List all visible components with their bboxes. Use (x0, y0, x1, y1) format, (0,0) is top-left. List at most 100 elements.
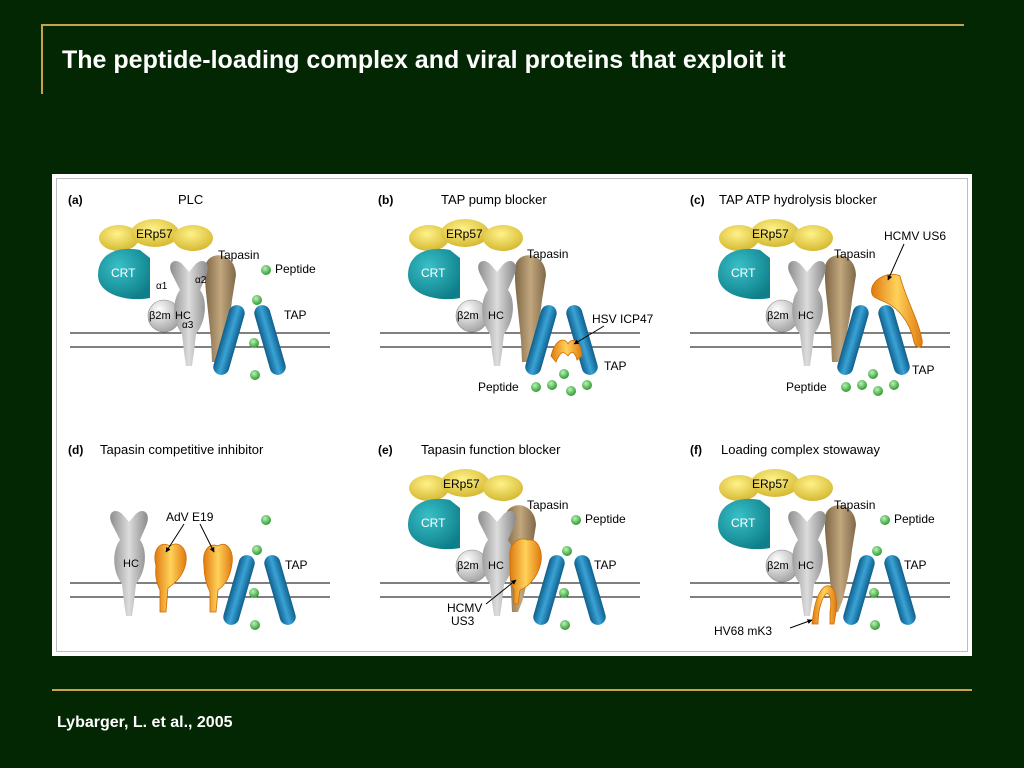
panel-a: (a) PLC ERp57 CRT Tapasin β2m HC α1 α2 α… (68, 192, 330, 380)
panel-f: (f) Loading complex stowaway ERp57 CRT T… (690, 442, 950, 638)
tap-transporter (843, 555, 916, 625)
panel-e-title: Tapasin function blocker (421, 442, 561, 457)
tap-transporter (525, 305, 598, 375)
hc-molecule (170, 260, 208, 366)
slide-title: The peptide-loading complex and viral pr… (62, 46, 786, 74)
tap-label: TAP (904, 558, 926, 572)
erp57-label: ERp57 (136, 227, 173, 241)
panel-c-title: TAP ATP hydrolysis blocker (719, 192, 878, 207)
erp57-label: ERp57 (443, 477, 480, 491)
peptides (249, 265, 271, 380)
crt-label: CRT (421, 516, 446, 530)
tap-transporter (533, 555, 606, 625)
tap-transporter (213, 305, 286, 375)
peptide-label: Peptide (478, 380, 519, 394)
erp57-molecule: ERp57 (99, 219, 213, 251)
panel-d: (d) Tapasin competitive inhibitor HC AdV… (68, 442, 330, 630)
b2m-label: β2m (457, 310, 479, 322)
alpha1-label: α1 (156, 281, 168, 292)
hc-molecule (478, 510, 516, 616)
tapasin-molecule (825, 505, 856, 612)
hcmv-us6-protein (871, 273, 923, 348)
tap-label: TAP (604, 359, 626, 373)
hsv-icp47-label: HSV ICP47 (592, 312, 654, 326)
panel-b-title: TAP pump blocker (441, 192, 547, 207)
adv-e19-label: AdV E19 (166, 510, 214, 524)
crt-label: CRT (731, 516, 756, 530)
tap-label: TAP (912, 363, 934, 377)
figure-border (56, 178, 968, 652)
tapasin-molecule (205, 255, 236, 362)
hv68-mk3-label: HV68 mK3 (714, 624, 772, 638)
hsv-icp47-protein (550, 339, 583, 363)
hc-molecule (478, 260, 516, 366)
panel-e: (e) Tapasin function blocker ERp57 CRT T… (378, 442, 640, 630)
panel-d-title: Tapasin competitive inhibitor (100, 442, 264, 457)
panel-c-letter: (c) (690, 193, 705, 207)
crt-molecule: CRT (718, 498, 770, 550)
panel-f-letter: (f) (690, 443, 702, 457)
crt-molecule: CRT (98, 248, 150, 300)
tapasin-label: Tapasin (218, 248, 259, 262)
tap-transporter (837, 305, 910, 375)
panel-b: (b) TAP pump blocker ERp57 CRT Tapasin β… (378, 192, 654, 396)
hcmv-us3-protein (509, 538, 542, 605)
panel-a-letter: (a) (68, 193, 83, 207)
b2m-label: β2m (767, 310, 789, 322)
panel-c: (c) TAP ATP hydrolysis blocker ERp57 CRT… (690, 192, 950, 396)
peptides (531, 369, 592, 396)
erp57-molecule: ERp57 (409, 469, 523, 501)
adv-e19-protein (203, 543, 233, 613)
alpha3-label: α3 (182, 320, 194, 331)
tap-label: TAP (285, 558, 307, 572)
title-frame-top-rule (42, 24, 964, 26)
panel-d-letter: (d) (68, 443, 83, 457)
peptides (869, 515, 890, 630)
tapasin-label: Tapasin (527, 498, 568, 512)
hcmv-us3-label-line2: US3 (451, 614, 475, 628)
hc-label: HC (175, 310, 191, 322)
crt-label: CRT (111, 266, 136, 280)
peptides (559, 515, 581, 630)
hc-molecule (788, 260, 826, 366)
tapasin-molecule (515, 255, 546, 362)
hc-label: HC (488, 310, 504, 322)
tapasin-molecule (825, 255, 856, 362)
erp57-molecule: ERp57 (719, 219, 833, 251)
crt-molecule: CRT (408, 248, 460, 300)
erp57-molecule: ERp57 (409, 219, 523, 251)
hcmv-us6-label: HCMV US6 (884, 229, 946, 243)
b2m-label: β2m (457, 560, 479, 572)
tapasin-label: Tapasin (834, 247, 875, 261)
tap-transporter (223, 555, 296, 625)
panel-f-title: Loading complex stowaway (721, 442, 880, 457)
hv68-mk3-protein (811, 585, 837, 625)
crt-label: CRT (731, 266, 756, 280)
hc-label: HC (123, 558, 139, 570)
hcmv-us3-label-line1: HCMV (447, 601, 482, 615)
hc-label: HC (798, 560, 814, 572)
hc-label: HC (798, 310, 814, 322)
peptide-label: Peptide (275, 262, 316, 276)
hc-molecule (110, 510, 148, 616)
b2m-label: β2m (149, 310, 171, 322)
peptides (249, 515, 271, 630)
citation: Lybarger, L. et al., 2005 (57, 714, 233, 731)
tapasin-label: Tapasin (527, 247, 568, 261)
adv-e19-protein (154, 543, 187, 613)
panel-a-title: PLC (178, 192, 203, 207)
erp57-label: ERp57 (752, 477, 789, 491)
peptide-label: Peptide (894, 512, 935, 526)
panel-e-letter: (e) (378, 443, 393, 457)
peptide-label: Peptide (585, 512, 626, 526)
alpha2-label: α2 (195, 275, 207, 286)
title-frame-left-rule (41, 24, 43, 94)
crt-label: CRT (421, 266, 446, 280)
hc-molecule (788, 510, 826, 616)
hc-label: HC (488, 560, 504, 572)
tapasin-label: Tapasin (834, 498, 875, 512)
tap-label: TAP (284, 308, 306, 322)
panel-b-letter: (b) (378, 193, 393, 207)
tap-label: TAP (594, 558, 616, 572)
